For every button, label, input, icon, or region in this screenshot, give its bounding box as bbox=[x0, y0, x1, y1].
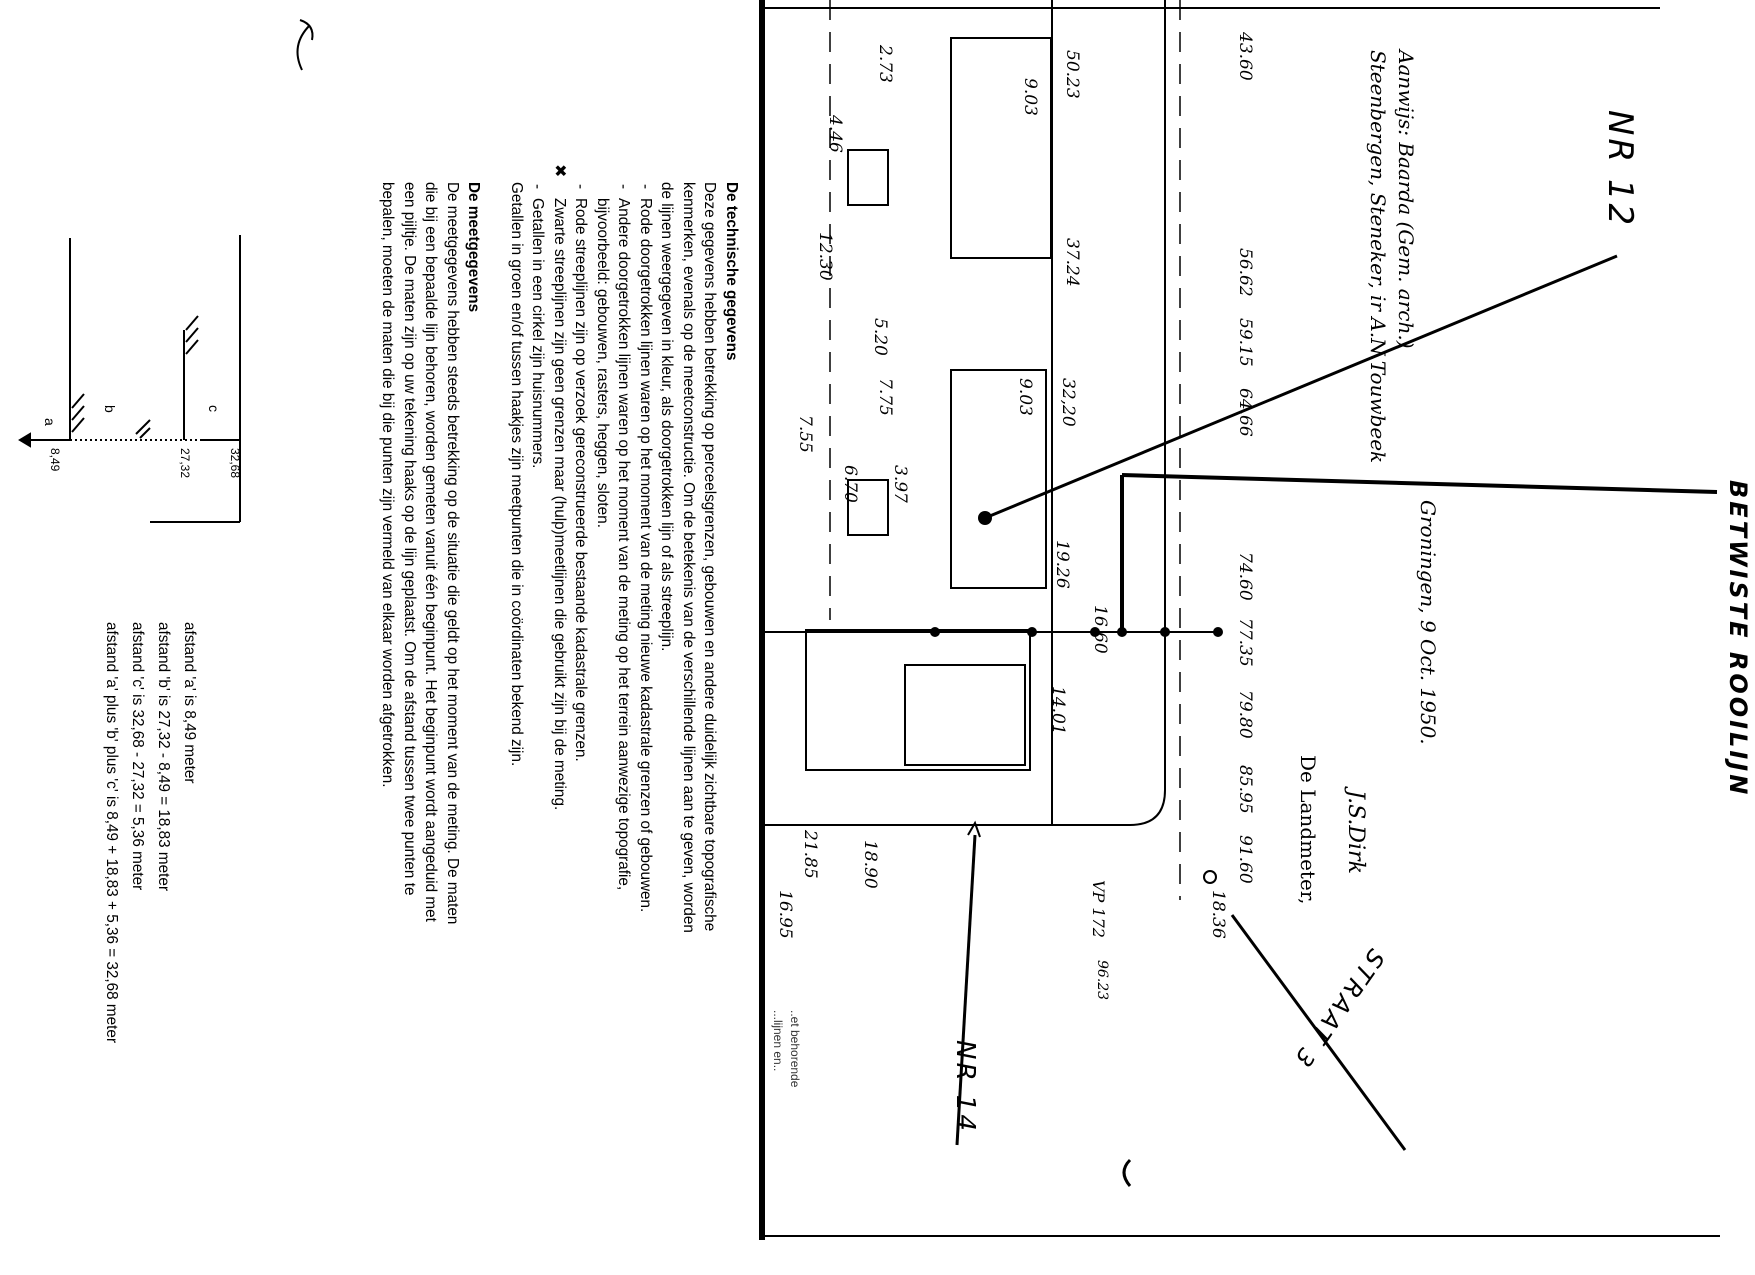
measure: 50.23 bbox=[1062, 50, 1082, 99]
measure: 5.20 bbox=[870, 318, 890, 356]
measure: 3.97 bbox=[890, 465, 910, 503]
measure: 6.70 bbox=[840, 465, 860, 503]
footer-fragment: ..et behorende bbox=[788, 1010, 802, 1088]
label-betwiste-rooilijn: BETWISTE ROOILIJN bbox=[1724, 480, 1752, 798]
margin-mark bbox=[296, 19, 314, 71]
measure: 21.85 bbox=[800, 830, 820, 879]
measure: 43.60 bbox=[1235, 32, 1255, 81]
diagram-value-b: 27,32 bbox=[178, 448, 192, 479]
measure: 14.01 bbox=[1048, 686, 1068, 735]
measure: 37.24 bbox=[1062, 238, 1082, 287]
diagram-label-b: b bbox=[102, 405, 118, 413]
measure: 85.95 bbox=[1235, 765, 1255, 814]
measure: 18.90 bbox=[860, 840, 880, 889]
measure: 9.03 bbox=[1015, 378, 1035, 416]
cadastral-map-lines bbox=[762, 0, 1718, 1151]
measure: 16.60 bbox=[1090, 605, 1110, 654]
measure: 9.03 bbox=[1020, 78, 1040, 116]
landmeter-label: De Landmeter, bbox=[1296, 755, 1320, 905]
measure: 91.60 bbox=[1235, 835, 1255, 884]
diagram-label-a: a bbox=[42, 418, 58, 426]
measure: 16.95 bbox=[775, 890, 795, 939]
label-nr12: NR 12 bbox=[1600, 110, 1640, 229]
measure: 32,20 bbox=[1058, 378, 1078, 427]
aanwijs-note: Aanwijs: Baarda (Gem. arch.) Steenbergen… bbox=[1366, 50, 1418, 464]
measure: 19.26 bbox=[1052, 540, 1072, 589]
diagram-label-c: c bbox=[206, 405, 222, 412]
measure: 12.30 bbox=[815, 232, 835, 281]
measure: 96.23 bbox=[1094, 960, 1110, 1001]
measure: 7.55 bbox=[795, 415, 815, 453]
measure: 18.36 bbox=[1208, 890, 1228, 939]
vp-label: VP 172 bbox=[1089, 880, 1108, 938]
measure: 77.35 bbox=[1235, 618, 1255, 667]
signature: J.S.Dirk bbox=[1343, 790, 1368, 874]
survey-points bbox=[930, 511, 1223, 884]
measure: 64.66 bbox=[1235, 388, 1255, 437]
label-nr14: NR 14 bbox=[950, 1040, 980, 1134]
measure: 74.60 bbox=[1235, 552, 1255, 601]
diagram-value-a: 8,49 bbox=[48, 448, 62, 472]
measure: 56.62 bbox=[1235, 248, 1255, 297]
diagram-value-c: 32,68 bbox=[228, 448, 242, 479]
date-note: Groningen, 9 Oct. 1950. bbox=[1416, 500, 1440, 745]
measure: 7.75 bbox=[875, 378, 895, 416]
measure: 59.15 bbox=[1235, 318, 1255, 367]
measure: 4.46 bbox=[825, 115, 845, 153]
measurement-diagram bbox=[18, 235, 241, 523]
footer-fragment: ...lijnen en.. bbox=[771, 1010, 785, 1072]
measure: 79.80 bbox=[1235, 690, 1255, 739]
measure: 2.73 bbox=[875, 45, 895, 83]
